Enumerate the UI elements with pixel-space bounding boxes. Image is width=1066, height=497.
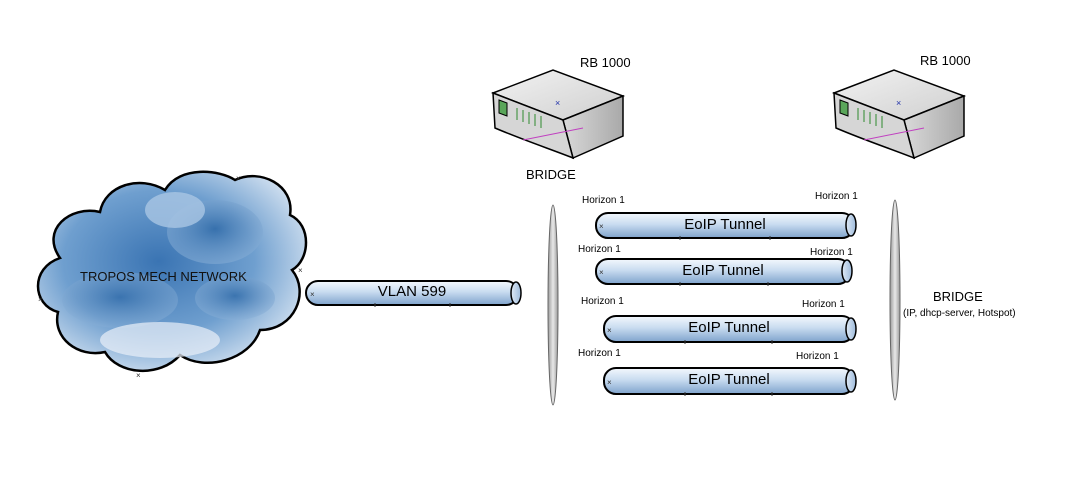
svg-text:×: × xyxy=(38,295,43,304)
left-bridge-label: BRIDGE xyxy=(526,167,576,182)
vlan-tube: × xyxy=(305,280,522,307)
eoip-tunnel-3: × xyxy=(603,315,857,344)
router-1-icon: × xyxy=(490,69,626,160)
eoip-tunnel-1: × xyxy=(595,212,857,240)
tunnel-2-label: EoIP Tunnel xyxy=(682,262,764,279)
router-2-label: RB 1000 xyxy=(920,53,971,68)
eoip-tunnel-2: × xyxy=(595,258,853,286)
tunnel-2-horizon-left: Horizon 1 xyxy=(578,244,621,255)
tropos-mesh-cloud: × × × × xyxy=(36,170,308,380)
tunnel-3-horizon-left: Horizon 1 xyxy=(581,296,624,307)
right-bridge-subtitle: (IP, dhcp-server, Hotspot) xyxy=(903,308,1016,319)
tunnel-1-horizon-left: Horizon 1 xyxy=(582,195,625,206)
vlan-label: VLAN 599 xyxy=(377,283,447,300)
left-bridge-ellipse xyxy=(547,204,559,406)
tunnel-1-label: EoIP Tunnel xyxy=(684,216,766,233)
right-bridge-ellipse xyxy=(889,199,901,401)
tunnel-3-label: EoIP Tunnel xyxy=(688,319,770,336)
svg-text:×: × xyxy=(298,266,303,275)
right-bridge-title: BRIDGE xyxy=(933,289,983,304)
svg-text:×: × xyxy=(607,326,612,335)
tunnel-4-horizon-left: Horizon 1 xyxy=(578,348,621,359)
svg-text:×: × xyxy=(555,98,560,108)
router-1-label: RB 1000 xyxy=(580,55,631,70)
svg-text:×: × xyxy=(896,98,901,108)
svg-text:×: × xyxy=(599,268,604,277)
router-2-icon: × xyxy=(831,69,967,160)
tunnel-4-horizon-right: Horizon 1 xyxy=(796,351,839,362)
tunnel-4-label: EoIP Tunnel xyxy=(688,371,770,388)
svg-text:×: × xyxy=(310,290,315,299)
svg-text:×: × xyxy=(607,378,612,387)
cloud-label: TROPOS MECH NETWORK xyxy=(80,269,247,284)
svg-text:×: × xyxy=(599,222,604,231)
tunnel-1-horizon-right: Horizon 1 xyxy=(815,191,858,202)
eoip-tunnel-4: × xyxy=(603,367,857,396)
tunnel-2-horizon-right: Horizon 1 xyxy=(810,247,853,258)
tunnel-3-horizon-right: Horizon 1 xyxy=(802,299,845,310)
svg-text:×: × xyxy=(236,174,241,183)
svg-text:×: × xyxy=(136,371,141,380)
